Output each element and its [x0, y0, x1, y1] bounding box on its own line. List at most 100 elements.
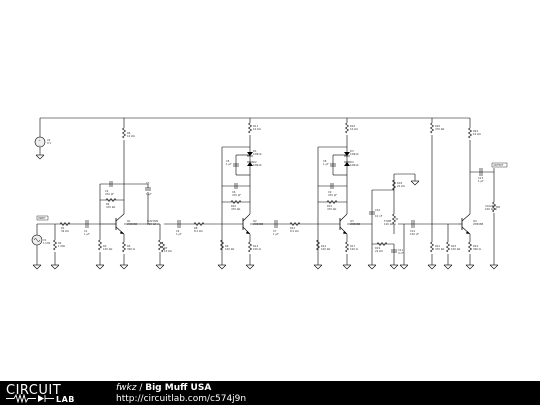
input-source-v1: INPUT V1 1 kHz: [31, 215, 51, 270]
r19-value: 22 kΩ: [375, 249, 383, 253]
r1-ref: R1: [61, 226, 65, 230]
supply-source-v2: + − V2 9 V: [34, 136, 51, 160]
r15-ref: R15: [327, 204, 332, 208]
c1-value: 1 µF: [84, 232, 90, 236]
r21-ref: R21: [435, 244, 440, 248]
d1-value: 1N914: [253, 152, 262, 156]
r18-ref: R18: [397, 181, 402, 185]
c5-ref: C5: [226, 159, 230, 163]
c3-value: 1 µF: [146, 192, 152, 196]
schematic-diagram: + − V2 9 V INPUT V1 1 kHz: [31, 117, 508, 270]
r23-ref: R23: [451, 244, 456, 248]
d3-ref: D3: [350, 149, 354, 153]
r9-value: 100 kΩ: [225, 247, 234, 251]
r24-value: 390 Ω: [473, 247, 481, 251]
q1-value: 2N5088: [127, 222, 138, 226]
logo-lab-text: LAB: [56, 395, 75, 404]
c1-ref: C1: [84, 229, 88, 233]
r4-value: 470 kΩ: [106, 205, 115, 209]
c4-ref: C4: [176, 229, 180, 233]
r13-ref: R13: [290, 226, 295, 230]
tone-stage: R18 22 kΩ C10 10 nF TONE 100 kΩ A R19 22…: [367, 122, 458, 270]
schematic-url-link[interactable]: http://circuitlab.com/c574j9n: [116, 394, 247, 404]
tone-ref: TONE: [384, 219, 392, 223]
q4-value: 2N5088: [473, 222, 484, 226]
sustain-value: 100 kΩ A: [147, 222, 159, 226]
c8-value: 1 µF: [323, 162, 329, 166]
r17-value: 100 Ω: [350, 247, 358, 251]
output-tag: OUTPUT: [494, 164, 504, 167]
sustain-ref: SUSTAIN: [147, 219, 158, 223]
r22-value: 10 kΩ: [473, 132, 481, 136]
svg-text:−: −: [39, 144, 41, 147]
r14-value: 100 kΩ: [321, 247, 330, 251]
r15-value: 470 kΩ: [327, 207, 336, 211]
r2-value: 1 MΩ: [58, 244, 65, 248]
clip-stage-2: R14 100 kΩ D3 1N914 D4 1N914 C8 1 µF C9 …: [313, 122, 372, 270]
c2-ref: C2: [105, 189, 109, 193]
c7-value: 1 µF: [273, 232, 279, 236]
c13-ref: C13: [478, 176, 483, 180]
r19-ref: R19: [375, 246, 380, 250]
r4-ref: R4: [106, 202, 110, 206]
q4-ref: Q4: [473, 219, 477, 223]
v1-value: 1 kHz: [43, 241, 51, 245]
c4-value: 1 µF: [176, 232, 182, 236]
v1-ref: V1: [43, 238, 47, 242]
volume-ref: VOLUME: [485, 204, 496, 208]
d3-value: 1N914: [350, 152, 359, 156]
logo-waveform-icon: [6, 394, 54, 403]
r21-value: 470 kΩ: [435, 247, 444, 251]
input-stage-components: R1 39 kΩ R2 1 MΩ C1 1 µF R3 100 kΩ C2 47…: [52, 127, 172, 253]
d4-ref: D4: [350, 160, 354, 164]
schematic-title: fwkz / Big Muff USA: [116, 383, 211, 393]
q3-ref: Q3: [350, 219, 354, 223]
r22-ref: R22: [473, 129, 478, 133]
q1-ref: Q1: [127, 219, 131, 223]
d2-value: 1N914: [253, 163, 262, 167]
logo-circuit-text: CIRCUIT: [6, 383, 62, 398]
c8-ref: C8: [323, 159, 327, 163]
c12-ref: C12: [410, 229, 415, 233]
r3-ref: R3: [103, 244, 107, 248]
r18-value: 22 kΩ: [397, 184, 405, 188]
r11-value: 10 kΩ: [253, 127, 261, 131]
r20-ref: R20: [435, 124, 440, 128]
c11-ref: C11: [398, 248, 403, 252]
r24-ref: R24: [473, 244, 478, 248]
schematic-name: Big Muff USA: [145, 383, 212, 393]
r11-ref: R11: [253, 124, 258, 128]
c10-value: 10 nF: [375, 214, 383, 218]
c9-ref: C9: [328, 190, 332, 194]
r12-ref: R12: [253, 244, 258, 248]
r7-ref: R7: [164, 246, 168, 250]
c6-value: 470 pF: [232, 193, 241, 197]
v2-value: 9 V: [47, 141, 51, 145]
r23-value: 100 kΩ: [451, 247, 460, 251]
c5-value: 1 µF: [226, 162, 232, 166]
c9-value: 470 pF: [328, 193, 337, 197]
d2-ref: D2: [253, 160, 257, 164]
r5-value: 390 Ω: [127, 247, 135, 251]
r9-ref: R9: [225, 244, 229, 248]
r13-value: 8.2 kΩ: [290, 229, 298, 233]
title-separator: /: [136, 383, 146, 393]
r5-ref: R5: [127, 244, 131, 248]
clip-stage-1: C4 1 µF R8 8.2 kΩ R9 100 kΩ D1 1N914 D2 …: [176, 122, 318, 270]
c2-value: 470 pF: [105, 192, 114, 196]
r10-ref: R10: [231, 204, 236, 208]
supply-rail: [39, 117, 471, 137]
c12-value: 100 nF: [410, 232, 419, 236]
r14-ref: R14: [321, 244, 326, 248]
author-link[interactable]: fwkz: [116, 383, 137, 393]
r20-value: 470 kΩ: [435, 127, 444, 131]
r12-value: 100 Ω: [253, 247, 261, 251]
input-tag: INPUT: [39, 217, 47, 220]
r16-ref: R16: [350, 124, 355, 128]
c10-ref: C10: [375, 208, 380, 212]
v2-ref: V2: [47, 138, 51, 142]
output-stage: R21 470 kΩ R22 10 kΩ R23 100 kΩ Q4 2N508…: [429, 127, 508, 270]
tone-value: 100 kΩ A: [384, 222, 396, 226]
r1-value: 39 kΩ: [61, 229, 69, 233]
r7-value: 15 kΩ: [164, 249, 172, 253]
